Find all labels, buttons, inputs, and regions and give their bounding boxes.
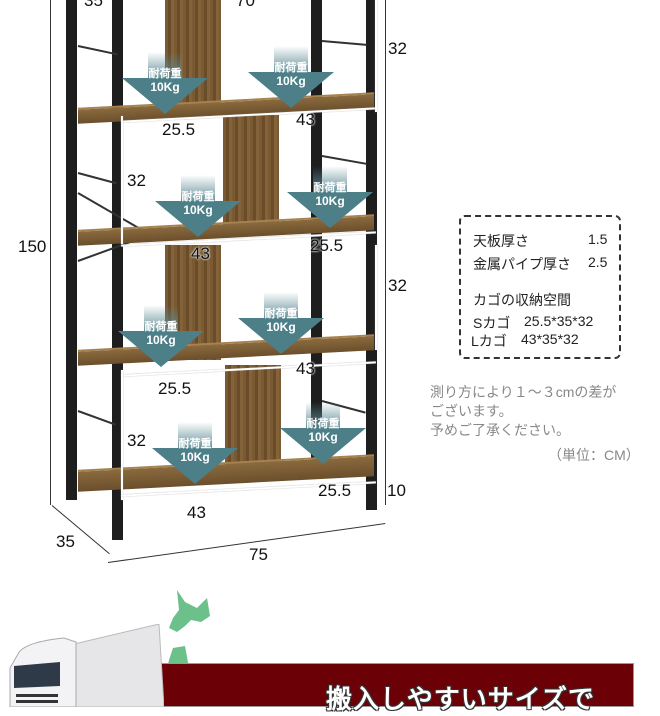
width-line: [107, 523, 386, 563]
dimension-line: [375, 245, 377, 350]
dim-top-depth: 35: [84, 0, 103, 10]
frame-post: [66, 0, 77, 500]
dim-row4-left-height: 32: [127, 431, 146, 450]
delivery-banner: 搬入しやすいサイズで: [140, 663, 634, 714]
dimension-line: [121, 370, 123, 500]
dim-row1-left-width: 25.5: [162, 120, 196, 139]
dim-row4-right-width: 25.5: [318, 481, 352, 500]
dim-row3-right-width: 43: [296, 359, 315, 378]
unit-label: （単位：CM）: [548, 447, 640, 463]
dim-row2-left-height: 32: [127, 171, 146, 190]
dim-total-height: 150: [18, 237, 47, 256]
frame-post: [112, 0, 123, 540]
dim-row1-right-width: 43: [296, 110, 315, 129]
cross-wire: [77, 410, 116, 426]
dimension-line: [375, 0, 377, 112]
dim-height-right-mid: 32: [388, 276, 407, 295]
dim-bottom-clearance: 10: [387, 481, 406, 500]
dim-row2-left-width: 43: [191, 244, 210, 263]
dim-bottom-depth: 35: [56, 532, 75, 551]
banner-text: 搬入しやすいサイズで: [326, 684, 595, 714]
cross-wire: [321, 155, 367, 165]
dim-row4-left-width: 43: [187, 503, 206, 522]
dimension-line: [121, 116, 123, 244]
truck-icon: [9, 624, 164, 707]
frame-post: [366, 0, 377, 510]
dim-row3-left-width: 25.5: [158, 379, 192, 398]
dim-row2-right-width: 25.5: [310, 236, 344, 255]
spec-box: 天板厚さ 1.5 金属パイプ厚さ 2.5 カゴの収納空間 Sカゴ 25.5*35…: [459, 215, 621, 359]
right-height-line: [385, 0, 386, 505]
dim-bottom-width: 75: [249, 545, 268, 564]
measurement-note: 測り方により１～３cmの差が ございます。 予めご了承ください。: [430, 384, 617, 438]
dim-top-width: 70: [236, 0, 255, 10]
dim-height-right-top: 32: [388, 39, 407, 58]
height-line: [50, 0, 51, 505]
